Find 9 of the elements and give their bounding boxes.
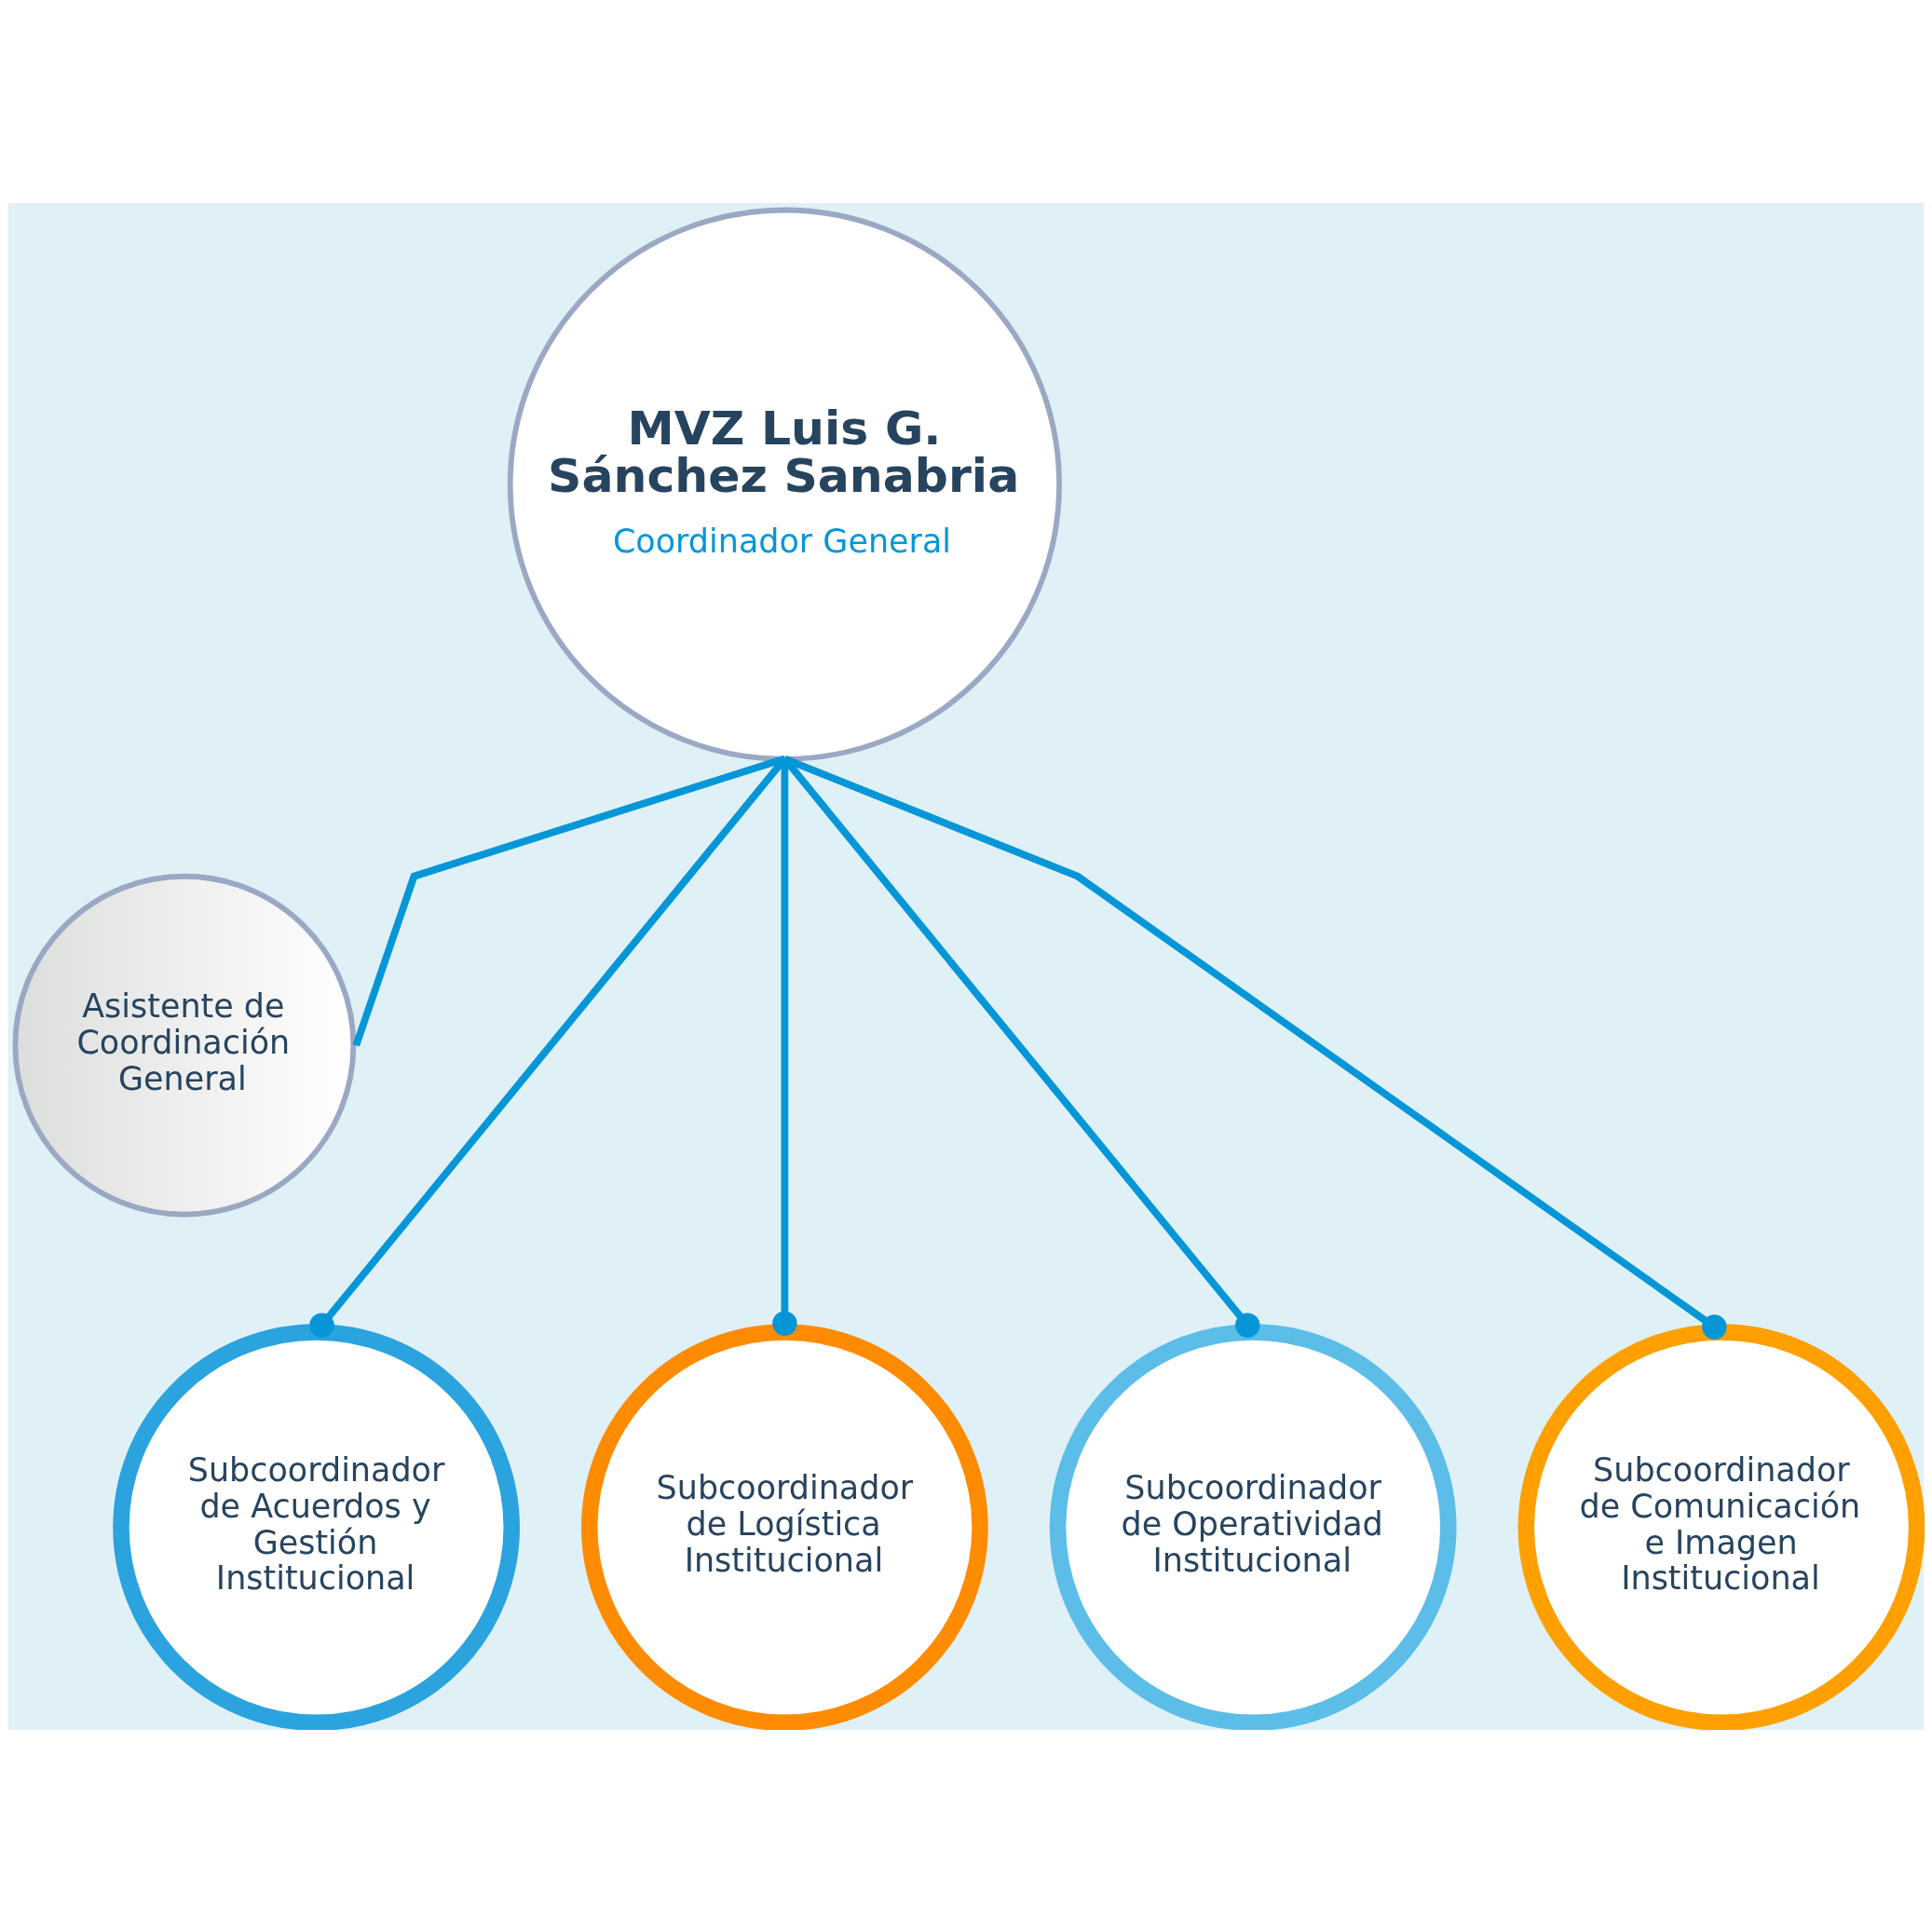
connector xyxy=(309,755,788,1338)
node-circle: Subcoordinador de Operatividad Institucional xyxy=(1049,1323,1457,1730)
node-circle: Subcoordinador de Comunicación e Imagen Institucional xyxy=(1517,1323,1925,1730)
node-circle: MVZ Luis G. Sánchez Sanabria Coordinador General xyxy=(507,207,1062,762)
node-circle: Subcoordinador de Acuerdos y Gestión Institucional xyxy=(113,1323,520,1730)
connector xyxy=(352,755,786,1046)
node-circle: Subcoordinador de Logística Institucional xyxy=(581,1323,988,1730)
connector xyxy=(782,755,1727,1340)
node-circle: Asistente de Coordinación General xyxy=(12,873,357,1218)
